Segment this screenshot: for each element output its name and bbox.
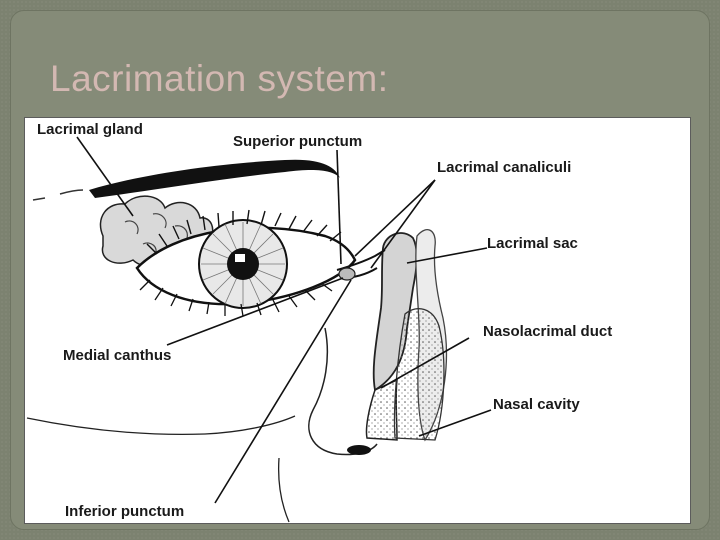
nasolacrimal-duct-shape (365, 378, 398, 441)
leader-lines (76, 136, 492, 504)
lip-contour (277, 457, 290, 523)
leader-lacrimal-gland (76, 136, 134, 217)
brow-contour-line (32, 189, 84, 201)
leader-superior-punctum (336, 149, 342, 265)
pupil-highlight (235, 254, 245, 262)
lower-eyelashes (139, 279, 333, 317)
diagram-svg: Lacrimal gland Superior punctum Lacrimal… (26, 121, 612, 523)
eyebrow (89, 159, 340, 198)
leader-inferior-punctum (214, 279, 352, 504)
label-inferior-punctum: Inferior punctum (65, 503, 184, 520)
pupil (227, 248, 259, 280)
leader-lacrimal-sac (406, 247, 488, 264)
leader-nasal-cavity (418, 409, 492, 437)
leader-lacrimal-canaliculi-b (370, 179, 436, 269)
lacrimal-system-diagram: Lacrimal gland Superior punctum Lacrimal… (24, 117, 691, 524)
label-superior-punctum: Superior punctum (233, 133, 362, 150)
medial-canthus-caruncle (338, 267, 356, 281)
nasal-cavity-shape (393, 308, 445, 441)
slide-title: Lacrimation system: (50, 58, 389, 99)
cheek-contour (26, 415, 296, 436)
label-medial-canthus: Medial canthus (63, 347, 171, 364)
leader-medial-canthus (166, 277, 344, 346)
label-nasolacrimal-duct: Nasolacrimal duct (483, 323, 612, 340)
label-lacrimal-canaliculi: Lacrimal canaliculi (437, 159, 571, 176)
label-lacrimal-gland: Lacrimal gland (37, 121, 143, 138)
leader-lacrimal-canaliculi-a (354, 179, 436, 257)
nostril (347, 445, 371, 455)
lacrimal-sac-shape (372, 232, 418, 392)
label-nasal-cavity: Nasal cavity (493, 396, 580, 413)
label-lacrimal-sac: Lacrimal sac (487, 235, 578, 252)
leader-nasolacrimal-duct (380, 337, 470, 389)
